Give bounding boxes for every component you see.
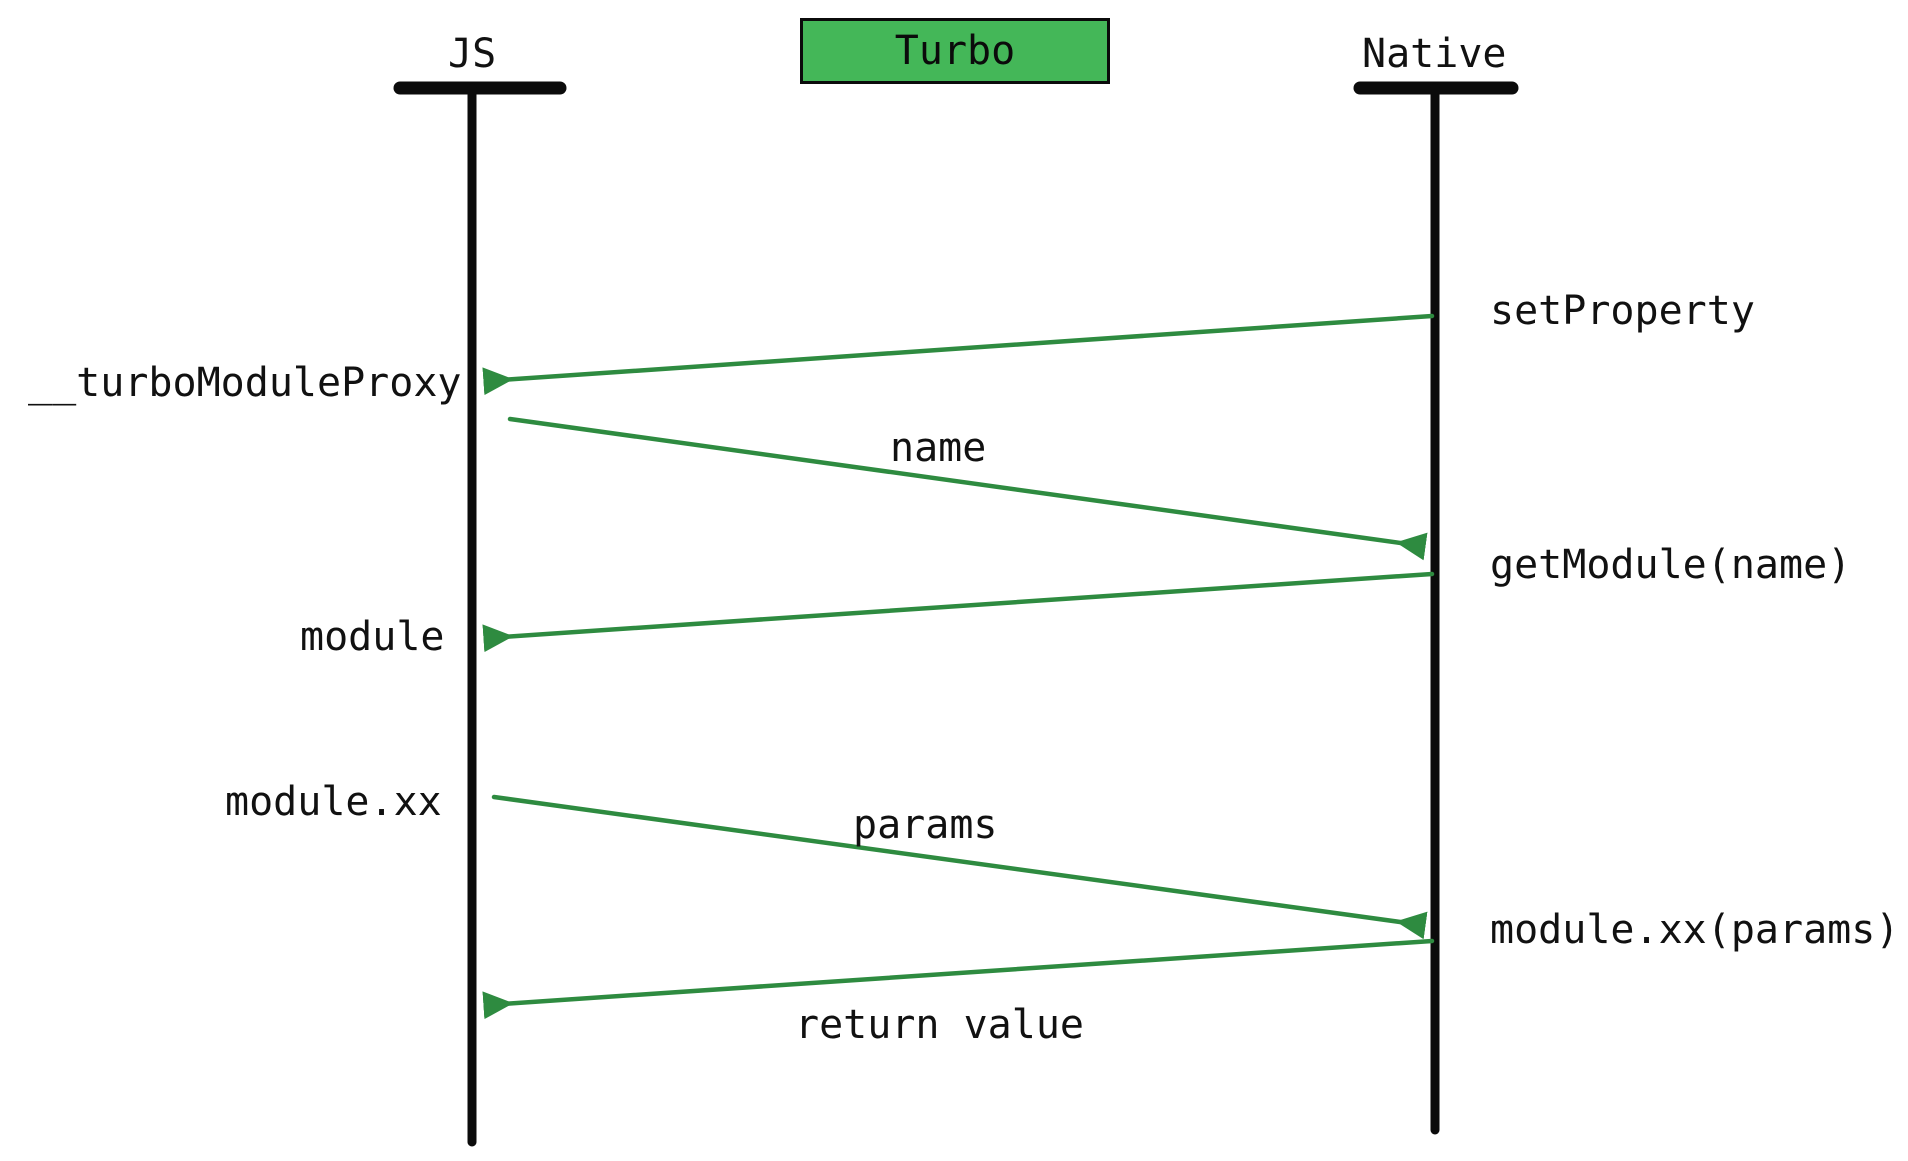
message-label-module-xx-params: module.xx(params) bbox=[1490, 907, 1900, 953]
actor-label-native: Native bbox=[1362, 31, 1507, 77]
message-arrow-module-xx-params bbox=[491, 794, 1428, 940]
message-label-module: module bbox=[300, 614, 445, 660]
message-label-get-module: getModule(name) bbox=[1490, 542, 1852, 588]
message-arrow-return-value bbox=[482, 938, 1435, 1020]
message-arrow-module bbox=[482, 571, 1435, 653]
note-box-turbo: Turbo bbox=[800, 18, 1110, 84]
message-arrow-get-module bbox=[507, 416, 1428, 561]
actor-label-js: JS bbox=[448, 31, 497, 77]
message-label-params: params bbox=[853, 802, 998, 848]
message-label-turbo-module-proxy: __turboModuleProxy bbox=[28, 360, 462, 406]
message-label-return-value: return value bbox=[795, 1002, 1084, 1048]
message-label-module-xx: module.xx bbox=[225, 779, 442, 825]
message-label-name: name bbox=[890, 425, 987, 471]
message-arrow-set-property bbox=[482, 313, 1435, 396]
message-label-set-property: setProperty bbox=[1490, 288, 1755, 334]
note-box-turbo-label: Turbo bbox=[894, 28, 1016, 74]
